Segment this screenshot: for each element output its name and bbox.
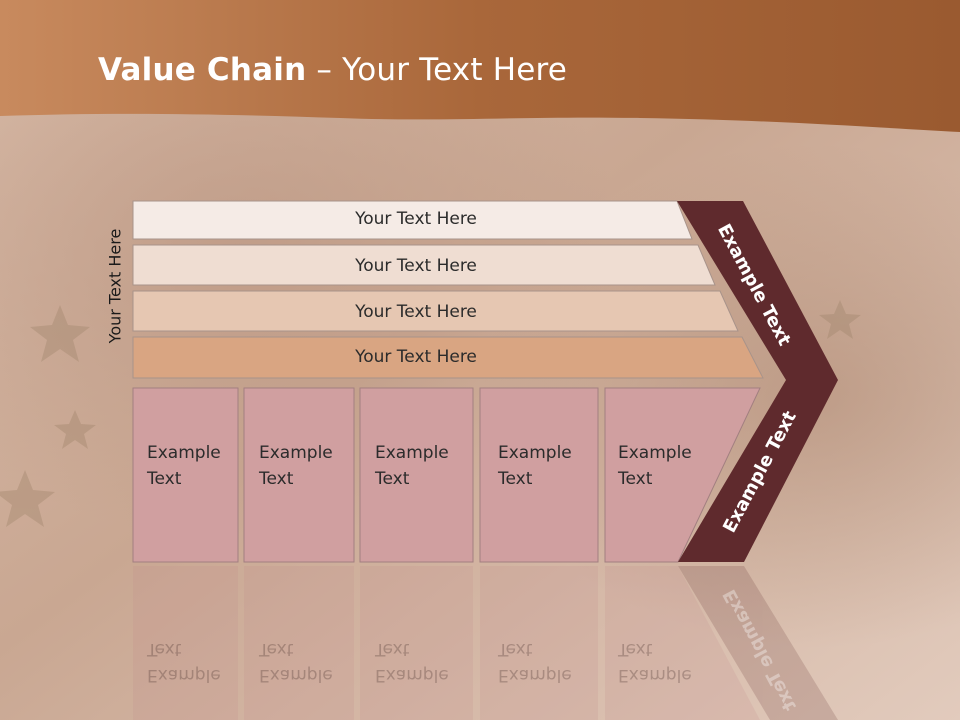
title-rest: – Your Text Here <box>306 52 568 88</box>
chevron-top <box>677 201 838 380</box>
row-bar-3 <box>132 290 739 332</box>
chevron-bottom <box>678 380 838 562</box>
row-bar-1 <box>132 200 693 240</box>
cell-box-2 <box>243 387 355 563</box>
row-label-3: Your Text Here <box>355 302 477 322</box>
header-band <box>0 0 960 132</box>
row-label-4: Your Text Here <box>355 347 477 367</box>
row-bar-2 <box>132 244 716 286</box>
star-decoration-icon <box>0 300 861 527</box>
cell-box-1 <box>132 387 239 563</box>
title-bold: Value Chain <box>98 52 307 88</box>
reflection <box>133 566 838 720</box>
cell-box-4 <box>479 387 599 563</box>
row-label-1: Your Text Here <box>355 209 477 229</box>
cell-box-3 <box>359 387 474 563</box>
row-label-2: Your Text Here <box>355 256 477 276</box>
slide-title: Value Chain – Your Text Here <box>98 52 567 88</box>
row-bar-4 <box>132 336 764 379</box>
